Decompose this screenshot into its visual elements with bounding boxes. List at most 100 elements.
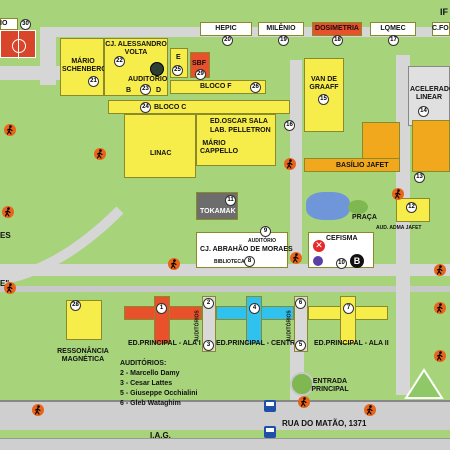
building-mario-cappello (196, 114, 276, 166)
pedestrian-icon (168, 258, 180, 270)
marker-1: 1 (156, 303, 167, 314)
building-abrahao-de-moraes (196, 232, 288, 268)
marker-8: 8 (244, 256, 255, 267)
legend-item-6: 6 - Gleb Wataghim (120, 400, 181, 407)
praca-pond (306, 192, 350, 220)
label-hepic: HEPIC (215, 25, 237, 32)
road-center-vertical (290, 60, 302, 260)
label-oscar-sala: ED.OSCAR SALA (210, 118, 268, 125)
pedestrian-icon (4, 282, 16, 294)
label-van-de-graaff: VAN DE GRAAFF (309, 76, 339, 91)
label-lqmec: LQMEC (380, 25, 406, 32)
marker-29: 29 (195, 69, 206, 80)
building-basilio-jafet-wing (304, 158, 400, 172)
building-io (0, 18, 18, 30)
building-linac (124, 114, 196, 178)
marker-5: 5 (295, 340, 306, 351)
label-acelerador-linear: ACELERADOR LINEAR (410, 86, 450, 101)
label-praca: PRAÇA (352, 214, 377, 221)
label-b: B (126, 87, 132, 94)
marker-3: 3 (203, 340, 214, 351)
building-mario-schenberg (60, 38, 104, 96)
label-entrada: ENTRADA PRINCIPAL (311, 378, 349, 393)
label-aud-adma-jafet: AUD. ADMA JAFET (376, 225, 422, 231)
label-mario-cappello: MÁRIO CAPPELLO (200, 140, 239, 155)
marker-15: 15 (318, 94, 329, 105)
bus-icon-2 (264, 426, 276, 438)
marker-9: 9 (260, 226, 271, 237)
bus-icon (264, 400, 276, 412)
label-edge-es: ES (0, 231, 11, 240)
pedestrian-icon (32, 404, 44, 416)
marker-19: 19 (278, 35, 289, 46)
pedestrian-icon (364, 404, 376, 416)
marker-17: 17 (388, 35, 399, 46)
label-mario-schenberg: MÁRIO SCHENBERG (62, 58, 107, 73)
marker-23: 23 (140, 84, 151, 95)
building-auditorios-right (294, 296, 308, 352)
road-bottom (0, 438, 450, 450)
badge-b-icon: B (350, 254, 364, 268)
pedestrian-icon (284, 158, 296, 170)
road-left-vertical (40, 30, 56, 85)
building-bloco-c (108, 100, 290, 114)
label-sbf: SBF (192, 60, 206, 67)
label-linac: LINAC (150, 150, 172, 157)
label-ala-ii: ED.PRINCIPAL - ALA II (314, 340, 389, 347)
pedestrian-icon (434, 350, 446, 362)
building-tokamak (196, 192, 238, 220)
pedestrian-icon (434, 302, 446, 314)
label-d: D (156, 87, 162, 94)
marker-4: 4 (249, 303, 260, 314)
pedestrian-icon (298, 396, 310, 408)
label-auditorios-right: AUDITÓRIOS (286, 310, 293, 342)
marker-7: 7 (343, 303, 354, 314)
label-biblioteca: BIBLIOTECA (214, 259, 245, 265)
label-cfo: C.FO (432, 25, 449, 32)
rua-do-matao (0, 400, 450, 430)
marker-2: 2 (203, 298, 214, 309)
building-auditorios-left (202, 296, 216, 352)
label-dosimetria: DOSIMETRIA (315, 25, 359, 32)
label-if: IF (440, 7, 448, 17)
diagonal-road (0, 206, 124, 285)
legend-item-3: 3 - Cesar Lattes (120, 380, 173, 387)
label-abrahao-de-moraes: CJ. ABRAHÃO DE MORAES (200, 246, 293, 253)
building-basilio-jafet-right (412, 120, 450, 172)
legend-title: AUDITÓRIOS: (120, 360, 167, 367)
legend-item-5: 5 - Giuseppe Occhialini (120, 390, 198, 397)
label-bloco-f: BLOCO F (200, 83, 232, 90)
marker-10: 10 (336, 258, 347, 269)
praca-green (348, 200, 368, 214)
label-auditorio-mid: AUDITÓRIO (248, 238, 277, 244)
building-bloco-f (170, 80, 266, 94)
building-alessandro-volta (104, 38, 168, 96)
label-e: E (176, 54, 181, 61)
marker-18: 18 (332, 35, 343, 46)
label-io: IO (0, 20, 8, 27)
dome-icon (150, 62, 164, 76)
label-ala-i: ED.PRINCIPAL - ALA I (128, 340, 201, 347)
marker-11: 11 (225, 195, 236, 206)
marker-30: 30 (20, 19, 31, 30)
label-ressonancia: RESSONÂNCIA MAGNÉTICA (57, 348, 109, 363)
label-tokamak: TOKAMAK (200, 208, 236, 215)
accessibility-icon (313, 256, 323, 266)
label-auditorios-left: AUDITÓRIOS (194, 310, 201, 342)
marker-21: 21 (88, 76, 99, 87)
entrance-roundabout (290, 372, 314, 396)
legend-item-2: 2 - Marcello Damy (120, 370, 180, 377)
marker-26: 26 (250, 82, 261, 93)
label-pelletron: LAB. PELLETRON (210, 127, 271, 134)
label-alessandro-volta: CJ. ALESSANDRO VOLTA (105, 41, 167, 56)
pedestrian-icon (434, 264, 446, 276)
marker-22: 22 (114, 56, 125, 67)
label-cefisma: CEFISMA (326, 235, 358, 242)
pedestrian-icon (290, 252, 302, 264)
label-milenio: MILÊNIO (266, 25, 296, 32)
marker-6: 6 (295, 298, 306, 309)
road-lower-horizontal (0, 286, 450, 292)
marker-24: 24 (140, 102, 151, 113)
marker-16: 16 (284, 120, 295, 131)
green-triangle (404, 368, 444, 399)
